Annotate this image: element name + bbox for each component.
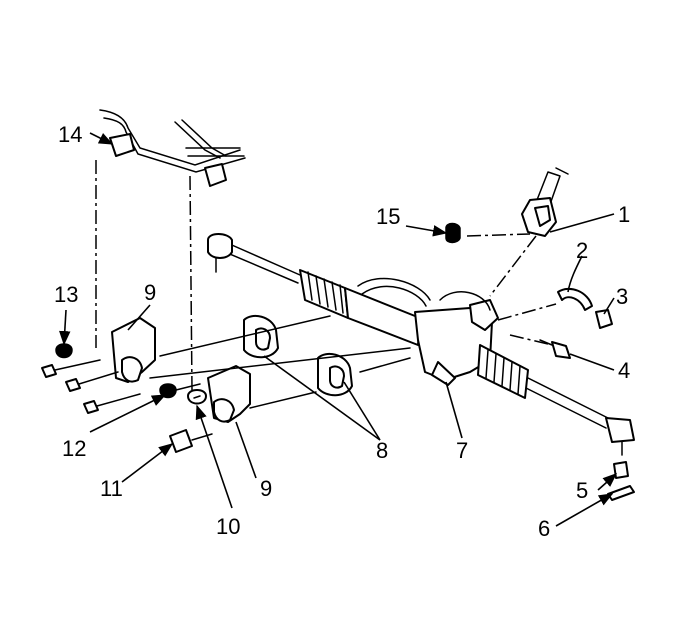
alignment-lines: [95, 160, 557, 409]
callout-5: 5: [576, 478, 588, 503]
callout-9-upper: 9: [144, 280, 156, 305]
callout-14: 14: [58, 122, 82, 147]
nut-13: [55, 343, 73, 359]
cotter-pin: [607, 485, 635, 501]
rack-and-pinion-assembly: [207, 233, 635, 456]
washer-10: [187, 389, 207, 405]
retaining-clip: [595, 309, 613, 329]
callout-9-lower: 9: [260, 476, 272, 501]
leader-lines: [59, 132, 618, 527]
hydraulic-lines: [99, 109, 246, 187]
bolt-11: [169, 429, 213, 453]
bushing-right: [317, 352, 353, 397]
callout-3: 3: [616, 284, 628, 309]
tie-rod-nut: [613, 461, 629, 479]
callout-2: 2: [576, 238, 588, 263]
clamp-lower: [207, 365, 251, 423]
callout-13: 13: [54, 282, 78, 307]
steering-shaft: [521, 167, 569, 237]
clamp-upper: [111, 317, 156, 383]
fitting-bolt: [539, 339, 571, 359]
callout-1: 1: [618, 202, 630, 227]
callout-11: 11: [100, 476, 123, 501]
pinion-seal: [557, 287, 593, 311]
callout-labels: 1 2 3 4 5 6 7 8 9 9 10 11 12 13 14 15: [54, 122, 630, 541]
callout-15: 15: [376, 204, 400, 229]
bushing-left: [243, 314, 279, 359]
callout-12: 12: [62, 436, 86, 461]
bolts-left: [41, 359, 141, 414]
callout-4: 4: [618, 358, 630, 383]
callout-7: 7: [456, 438, 468, 463]
mount-bolt: [445, 222, 461, 244]
callout-8: 8: [376, 438, 388, 463]
callout-10: 10: [216, 514, 240, 539]
callout-6: 6: [538, 516, 550, 541]
